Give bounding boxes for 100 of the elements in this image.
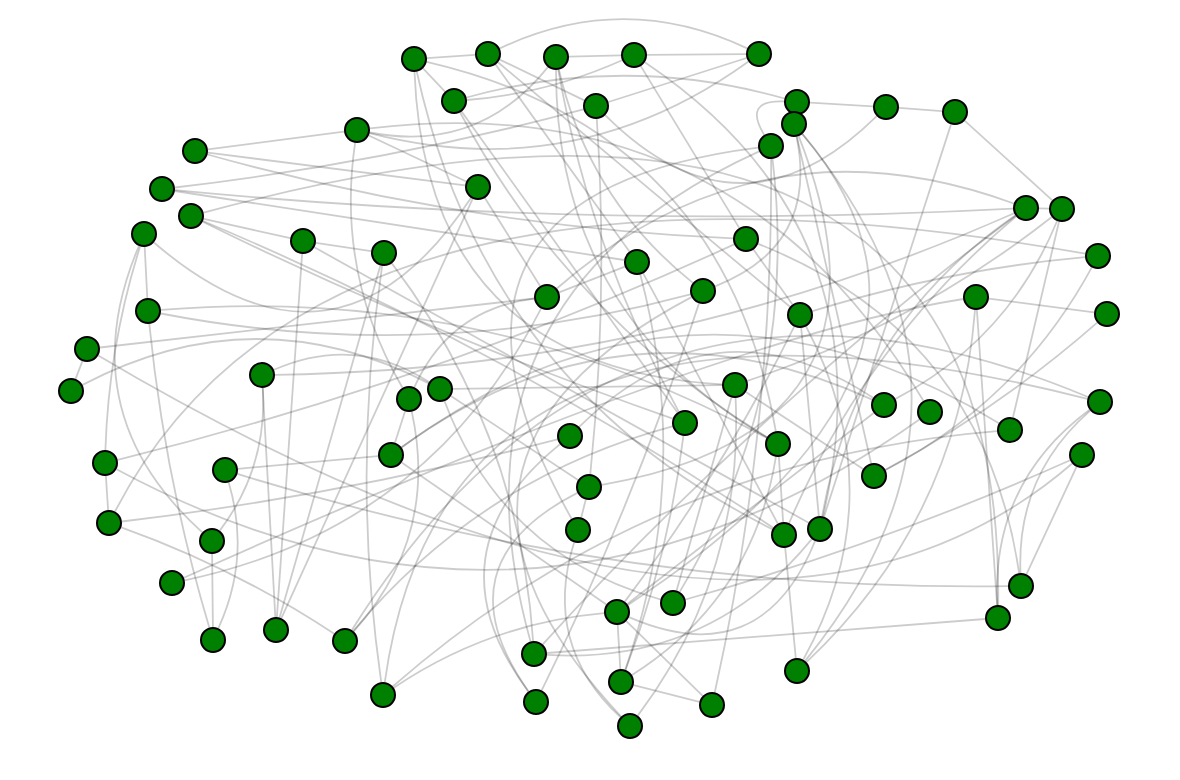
edge-line bbox=[105, 475, 109, 511]
edge-line bbox=[558, 68, 694, 284]
node-circle bbox=[401, 46, 427, 72]
node-circle bbox=[427, 376, 453, 402]
edge-line bbox=[207, 151, 466, 187]
edge-line bbox=[684, 459, 1071, 601]
edge-line bbox=[153, 197, 472, 313]
node-circle bbox=[784, 658, 810, 684]
edge-line bbox=[623, 325, 796, 603]
edge-line bbox=[802, 325, 851, 661]
edge-line bbox=[415, 70, 774, 531]
edge-line bbox=[589, 118, 603, 475]
edge-line bbox=[276, 253, 303, 618]
edge-line bbox=[540, 302, 700, 692]
node-circle bbox=[1094, 301, 1120, 327]
edge-line bbox=[422, 67, 446, 93]
edge-line bbox=[143, 246, 149, 299]
edge-line bbox=[483, 443, 561, 693]
edge-line bbox=[784, 547, 797, 659]
edge-line bbox=[115, 418, 921, 571]
edge-line bbox=[183, 307, 542, 582]
edge-line bbox=[99, 297, 535, 349]
edge-line bbox=[466, 59, 623, 101]
edge-line bbox=[755, 100, 785, 136]
edge-line bbox=[568, 54, 622, 58]
edge-line bbox=[625, 620, 704, 697]
edge-line bbox=[104, 245, 141, 451]
edge-line bbox=[778, 456, 784, 523]
edge-line bbox=[996, 408, 1091, 606]
edge-line bbox=[400, 334, 1000, 449]
edge-line bbox=[459, 111, 768, 439]
node-circle bbox=[371, 240, 397, 266]
edge-line bbox=[636, 397, 738, 717]
edge-line bbox=[413, 297, 535, 389]
edge-line bbox=[823, 123, 952, 518]
edge-line bbox=[498, 58, 586, 102]
edge-line bbox=[274, 212, 1015, 376]
node-circle bbox=[557, 423, 583, 449]
edge-line bbox=[383, 354, 1089, 683]
node-circle bbox=[131, 221, 157, 247]
edge-line bbox=[884, 266, 1093, 471]
edge-line bbox=[160, 305, 768, 439]
edge-line bbox=[631, 455, 777, 676]
edge-line bbox=[988, 297, 1095, 314]
node-circle bbox=[997, 417, 1023, 443]
edge-line bbox=[174, 108, 585, 189]
node-circle bbox=[1049, 196, 1075, 222]
node-circle bbox=[942, 99, 968, 125]
node-circle bbox=[699, 692, 725, 718]
edge-line bbox=[800, 327, 820, 517]
edge-line bbox=[211, 553, 214, 628]
node-circle bbox=[787, 302, 813, 328]
node-circle bbox=[621, 42, 647, 68]
node-circle bbox=[624, 249, 650, 275]
edge-line bbox=[484, 197, 541, 287]
edge-line bbox=[675, 396, 733, 592]
edge-line bbox=[516, 296, 693, 718]
edge-line bbox=[465, 74, 786, 100]
edge-line bbox=[558, 265, 626, 294]
node-circle bbox=[475, 41, 501, 67]
edge-line bbox=[811, 256, 1086, 313]
node-circle bbox=[396, 386, 422, 412]
node-circle bbox=[92, 450, 118, 476]
edge-line bbox=[557, 68, 680, 413]
edge-line bbox=[578, 351, 874, 428]
edge-line bbox=[217, 481, 239, 630]
edge-line bbox=[678, 158, 779, 593]
node-circle bbox=[534, 284, 560, 310]
edge-line bbox=[280, 197, 474, 620]
edge-line bbox=[510, 146, 759, 520]
node-circle bbox=[660, 590, 686, 616]
node-circle bbox=[182, 138, 208, 164]
node-circle bbox=[74, 336, 100, 362]
node-circle bbox=[746, 41, 772, 67]
node-circle bbox=[781, 111, 807, 137]
node-circle bbox=[1087, 389, 1113, 415]
edge-line bbox=[626, 412, 875, 605]
node-circle bbox=[178, 203, 204, 229]
node-circle bbox=[985, 605, 1011, 631]
edge-line bbox=[497, 61, 791, 308]
edge-line bbox=[508, 150, 761, 643]
edge-line bbox=[643, 61, 839, 518]
edge-line bbox=[752, 248, 794, 306]
node-circle bbox=[58, 378, 84, 404]
edge-line bbox=[206, 153, 734, 240]
edge-line bbox=[1025, 465, 1078, 576]
edge-line bbox=[546, 538, 813, 657]
edge-line bbox=[746, 216, 1053, 382]
node-circle bbox=[212, 457, 238, 483]
edge-line bbox=[600, 135, 831, 486]
node-circle bbox=[722, 372, 748, 398]
edge-line bbox=[313, 246, 810, 524]
node-circle bbox=[758, 133, 784, 159]
node-circle bbox=[521, 641, 547, 667]
node-circle bbox=[608, 669, 634, 695]
edge-line bbox=[201, 220, 674, 420]
node-circle bbox=[672, 410, 698, 436]
edge-line bbox=[174, 189, 1014, 218]
edge-line bbox=[202, 155, 1000, 606]
node-circle bbox=[784, 89, 810, 115]
